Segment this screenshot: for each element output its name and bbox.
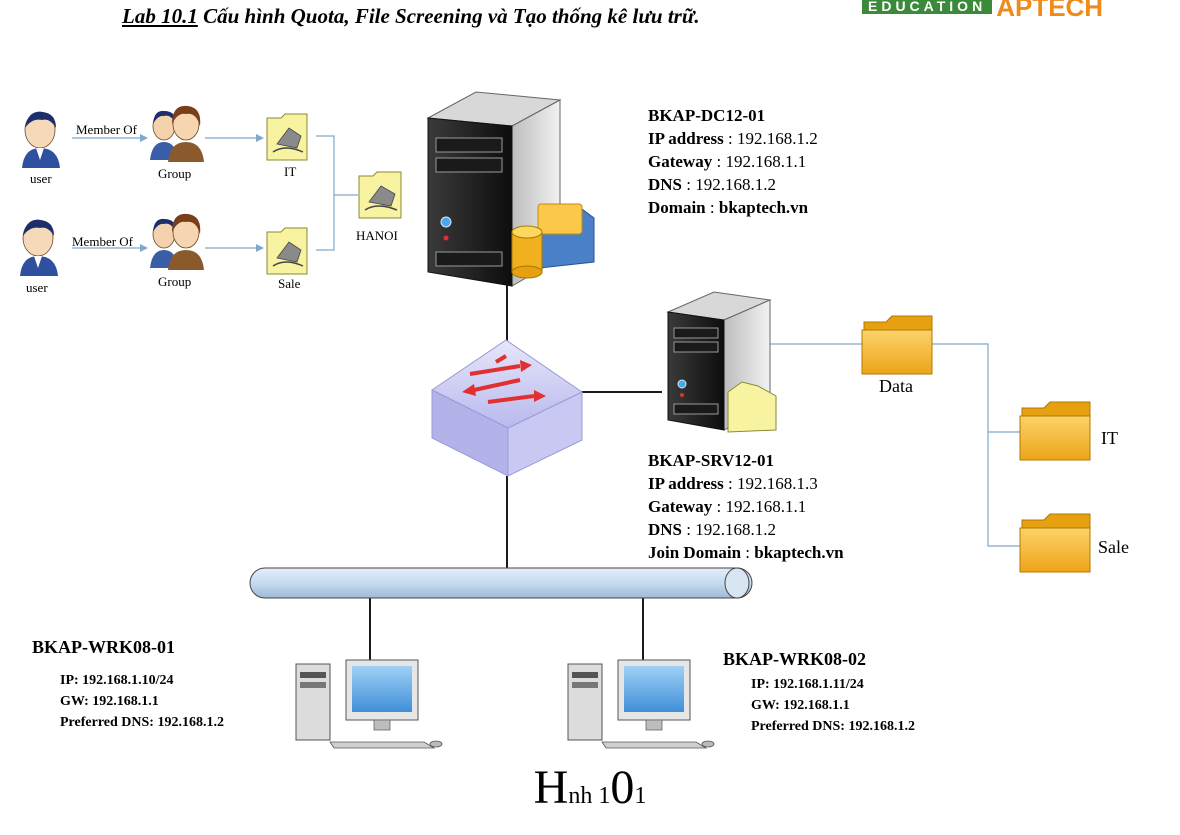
shared-folder-icon xyxy=(358,171,402,219)
shared-folder-icon xyxy=(266,113,308,161)
dc-dns-row: DNS : 192.168.1.2 xyxy=(648,175,776,194)
member-of-label: Member Of xyxy=(76,122,138,137)
it-folder-icon xyxy=(1019,401,1091,461)
wrk2-gw: GW: 192.168.1.1 xyxy=(751,698,850,713)
wrk2-info: IP: 192.168.1.11/24 GW: 192.168.1.1 Pref… xyxy=(751,674,915,737)
network-cables xyxy=(369,284,662,660)
group-icon xyxy=(150,105,204,162)
user-icon xyxy=(20,219,58,276)
dc-name: BKAP-DC12-01 xyxy=(648,106,766,125)
srv-gateway-row: Gateway : 192.168.1.1 xyxy=(648,497,807,516)
data-folder-icon xyxy=(861,315,933,375)
logo-education: EDUCATION xyxy=(862,0,993,14)
user-label: user xyxy=(30,171,52,186)
user-icon xyxy=(22,111,60,168)
folder-label-sale: Sale xyxy=(278,276,301,291)
figure-caption: Hnh 101 xyxy=(533,761,647,814)
wrk1-gw: GW: 192.168.1.1 xyxy=(60,694,159,709)
wrk1-info: IP: 192.168.1.10/24 GW: 192.168.1.1 Pref… xyxy=(60,670,224,733)
user-label: user xyxy=(26,280,48,295)
dc-gateway-row: Gateway : 192.168.1.1 xyxy=(648,152,807,171)
page-title: Lab 10.1 Cấu hình Quota, File Screening … xyxy=(122,4,700,29)
folder-label-it: IT xyxy=(1101,428,1118,448)
folder-label-it: IT xyxy=(284,164,296,179)
network-bus xyxy=(249,567,753,599)
srv-info: BKAP-SRV12-01 IP address : 192.168.1.3 G… xyxy=(648,449,844,564)
wrk2-dns: Preferred DNS: 192.168.1.2 xyxy=(751,719,915,734)
srv-name: BKAP-SRV12-01 xyxy=(648,451,774,470)
wrk1-ip: IP: 192.168.1.10/24 xyxy=(60,673,174,688)
srv-dns-row: DNS : 192.168.1.2 xyxy=(648,520,776,539)
dc-domain-row: Domain : bkaptech.vn xyxy=(648,198,809,217)
folder-label-data: Data xyxy=(879,376,913,396)
sale-folder-icon xyxy=(1019,513,1091,573)
folder-label-sale: Sale xyxy=(1098,537,1129,557)
network-switch-icon xyxy=(431,339,583,477)
wrk2-name: BKAP-WRK08-02 xyxy=(723,649,866,669)
shared-folder-icon xyxy=(266,227,308,275)
folder-label-hanoi: HANOI xyxy=(356,228,398,243)
logo-aptech: APTECH xyxy=(996,0,1104,22)
database-folder-icon xyxy=(511,203,595,279)
file-server-icon xyxy=(666,291,777,433)
title-text: Cấu hình Quota, File Screening và Tạo th… xyxy=(197,4,700,28)
wrk2-ip: IP: 192.168.1.11/24 xyxy=(751,677,864,692)
workstation-icon xyxy=(567,659,715,749)
member-of-label: Member Of xyxy=(72,234,134,249)
wrk1-name: BKAP-WRK08-01 xyxy=(32,637,175,657)
lab-number: Lab 10.1 xyxy=(122,4,198,28)
group-icon xyxy=(150,213,204,270)
dc-info: BKAP-DC12-01 IP address : 192.168.1.2 Ga… xyxy=(648,104,818,219)
connection-lines xyxy=(72,134,1020,547)
wrk1-dns: Preferred DNS: 192.168.1.2 xyxy=(60,715,224,730)
srv-ip-row: IP address : 192.168.1.3 xyxy=(648,474,818,493)
workstation-icon xyxy=(295,659,443,749)
srv-domain-row: Join Domain : bkaptech.vn xyxy=(648,543,844,562)
group-label: Group xyxy=(158,274,191,289)
dc-ip-row: IP address : 192.168.1.2 xyxy=(648,129,818,148)
group-label: Group xyxy=(158,166,191,181)
